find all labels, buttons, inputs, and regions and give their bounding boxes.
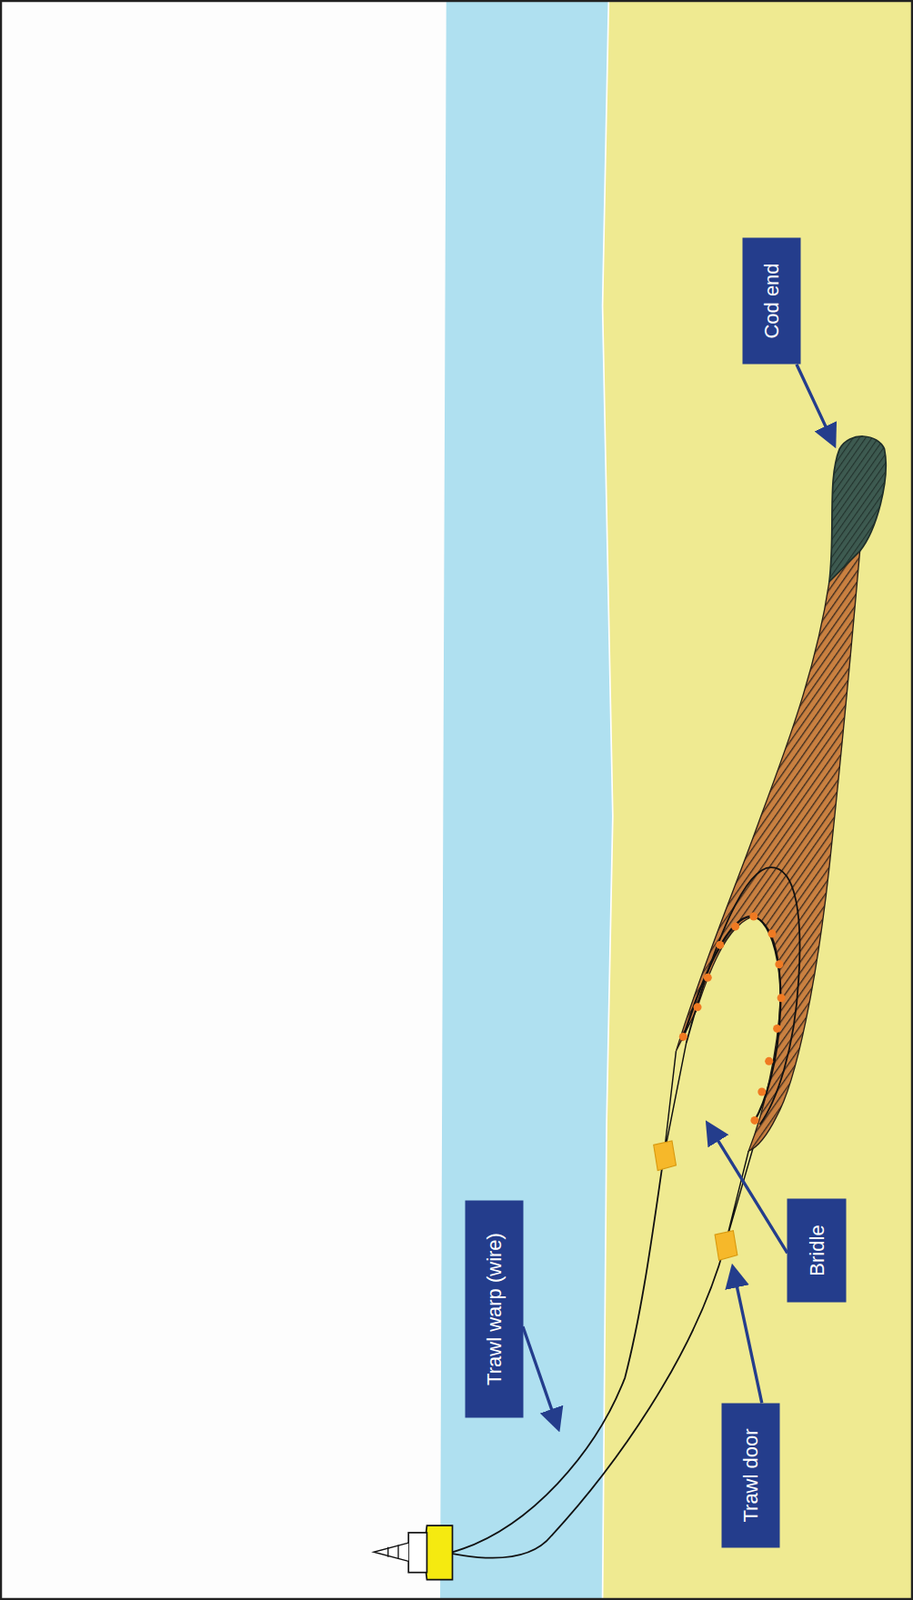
callout-label: Trawl warp (wire) (481, 1233, 506, 1386)
water (440, 0, 613, 1600)
callout-label: Cod end (759, 262, 783, 339)
trawl-net (675, 551, 860, 1152)
cod-end (829, 436, 886, 582)
callout-box: Bridle (787, 1198, 847, 1303)
callout-label: Trawl door (738, 1428, 763, 1523)
trawl-door (653, 1141, 677, 1172)
trawl-warp (449, 1156, 664, 1555)
trawler (373, 1525, 452, 1580)
bridle-line (663, 1043, 687, 1157)
callout-box: Cod end (742, 238, 801, 365)
callout-box: Trawl door (721, 1404, 780, 1549)
footrope-floats (679, 912, 786, 1124)
trawl-door (714, 1231, 738, 1262)
seabed (602, 0, 913, 1600)
headline (686, 867, 801, 1125)
callout-label: Bridle (804, 1224, 829, 1276)
footrope (682, 916, 781, 1124)
callout-box: Trawl warp (wire) (464, 1201, 523, 1419)
